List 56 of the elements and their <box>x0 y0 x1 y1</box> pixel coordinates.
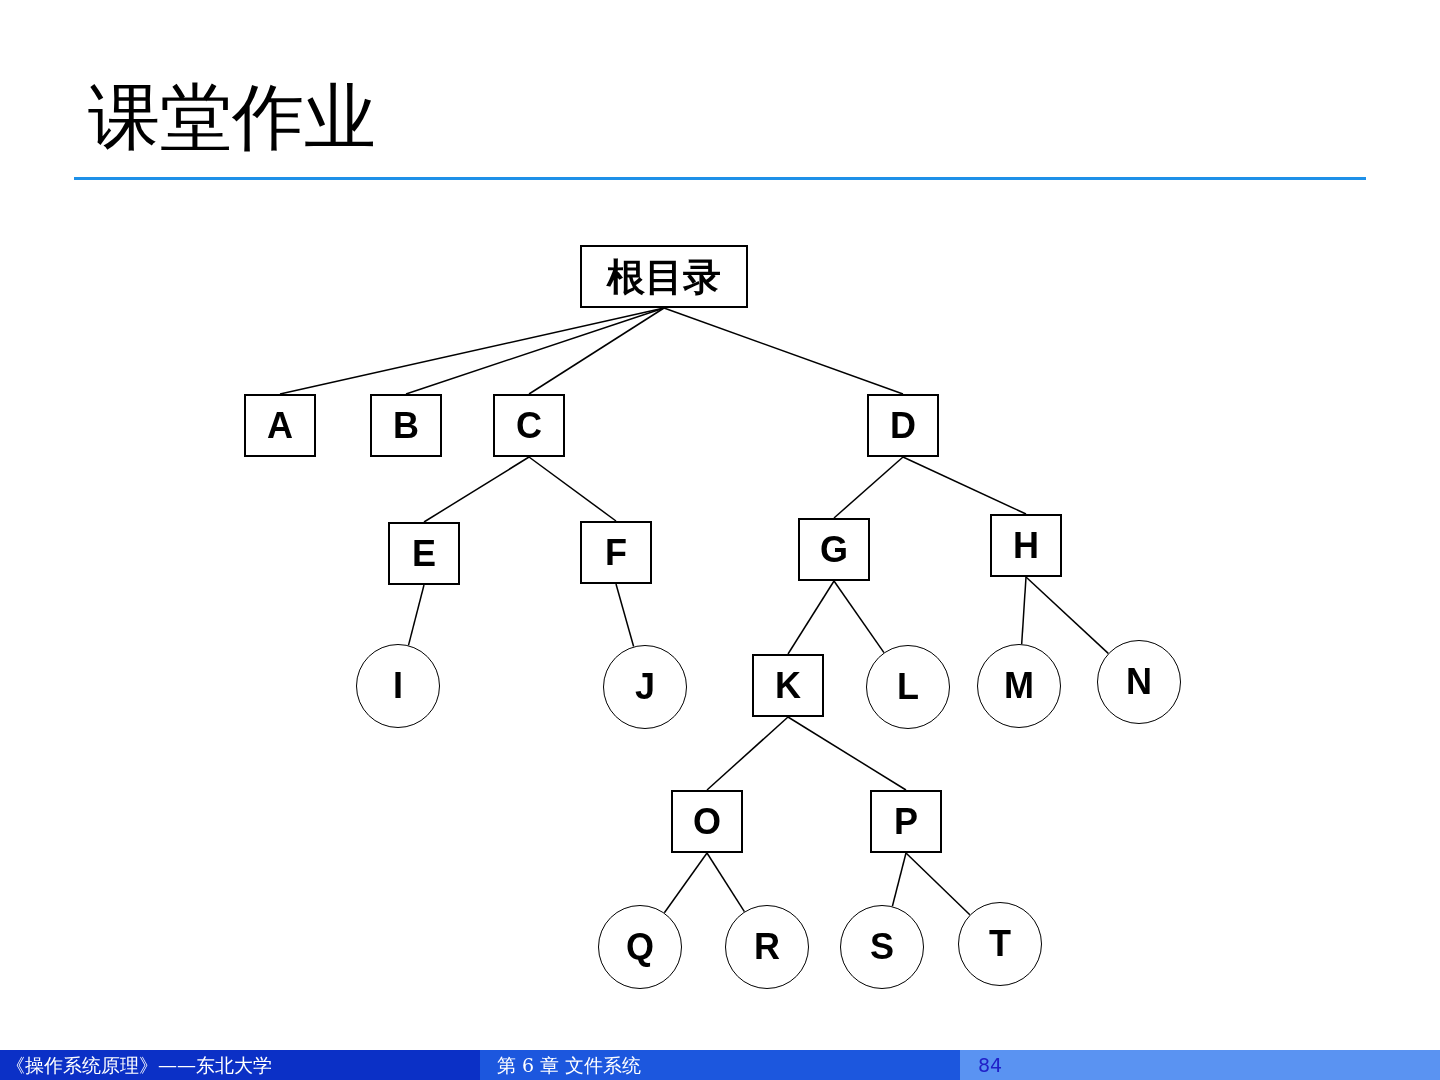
connector-line <box>1025 576 1109 655</box>
connector-line <box>905 852 971 916</box>
slide-title: 课堂作业 <box>88 74 376 161</box>
node-label: B <box>393 407 419 444</box>
node-label: T <box>989 926 1011 962</box>
node-label: P <box>894 803 918 840</box>
node-label: J <box>635 669 655 705</box>
connector-line <box>663 307 904 395</box>
connector-line <box>833 456 904 519</box>
node-label: O <box>693 803 721 840</box>
node-label: S <box>870 929 894 965</box>
connector-line <box>706 852 746 913</box>
page-number: 84 <box>977 1055 1003 1075</box>
directory-box <box>580 245 748 308</box>
node-label: Q <box>626 929 654 965</box>
node-label: D <box>890 407 916 444</box>
directory-box <box>244 394 316 457</box>
directory-box <box>671 790 743 853</box>
node-label: N <box>1126 664 1152 700</box>
node-label: A <box>267 407 293 444</box>
connector-line <box>891 852 907 908</box>
connector-line <box>902 456 1027 515</box>
directory-box <box>798 518 870 581</box>
directory-box <box>493 394 565 457</box>
node-label: L <box>897 669 919 705</box>
connector-line <box>787 580 835 655</box>
connector-line <box>1020 576 1027 645</box>
directory-box <box>388 522 460 585</box>
connector-line <box>528 307 665 395</box>
node-label: 根目录 <box>607 257 721 296</box>
node-label: C <box>516 407 542 444</box>
connector-line <box>405 307 665 395</box>
connector-line <box>407 584 425 647</box>
connector-line <box>615 583 635 648</box>
node-label: K <box>775 667 801 704</box>
node-label: R <box>754 929 780 965</box>
node-label: E <box>412 535 436 572</box>
node-label: F <box>605 534 627 571</box>
node-label: H <box>1013 527 1039 564</box>
node-label: G <box>820 531 848 568</box>
node-label: I <box>393 668 403 704</box>
directory-box <box>990 514 1062 577</box>
connector-line <box>706 716 789 791</box>
connector-line <box>833 580 885 654</box>
connector-line <box>663 852 708 914</box>
directory-box <box>370 394 442 457</box>
directory-box <box>870 790 942 853</box>
chapter-title: 第 6 章 文件系统 <box>496 1055 642 1075</box>
directory-box <box>867 394 939 457</box>
connector-line <box>787 716 907 791</box>
node-label: M <box>1004 668 1034 704</box>
course-title: 《操作系统原理》——东北大学 <box>5 1055 272 1075</box>
directory-box <box>752 654 824 717</box>
connector-line <box>423 456 530 523</box>
directory-box <box>580 521 652 584</box>
connector-line <box>528 456 617 522</box>
